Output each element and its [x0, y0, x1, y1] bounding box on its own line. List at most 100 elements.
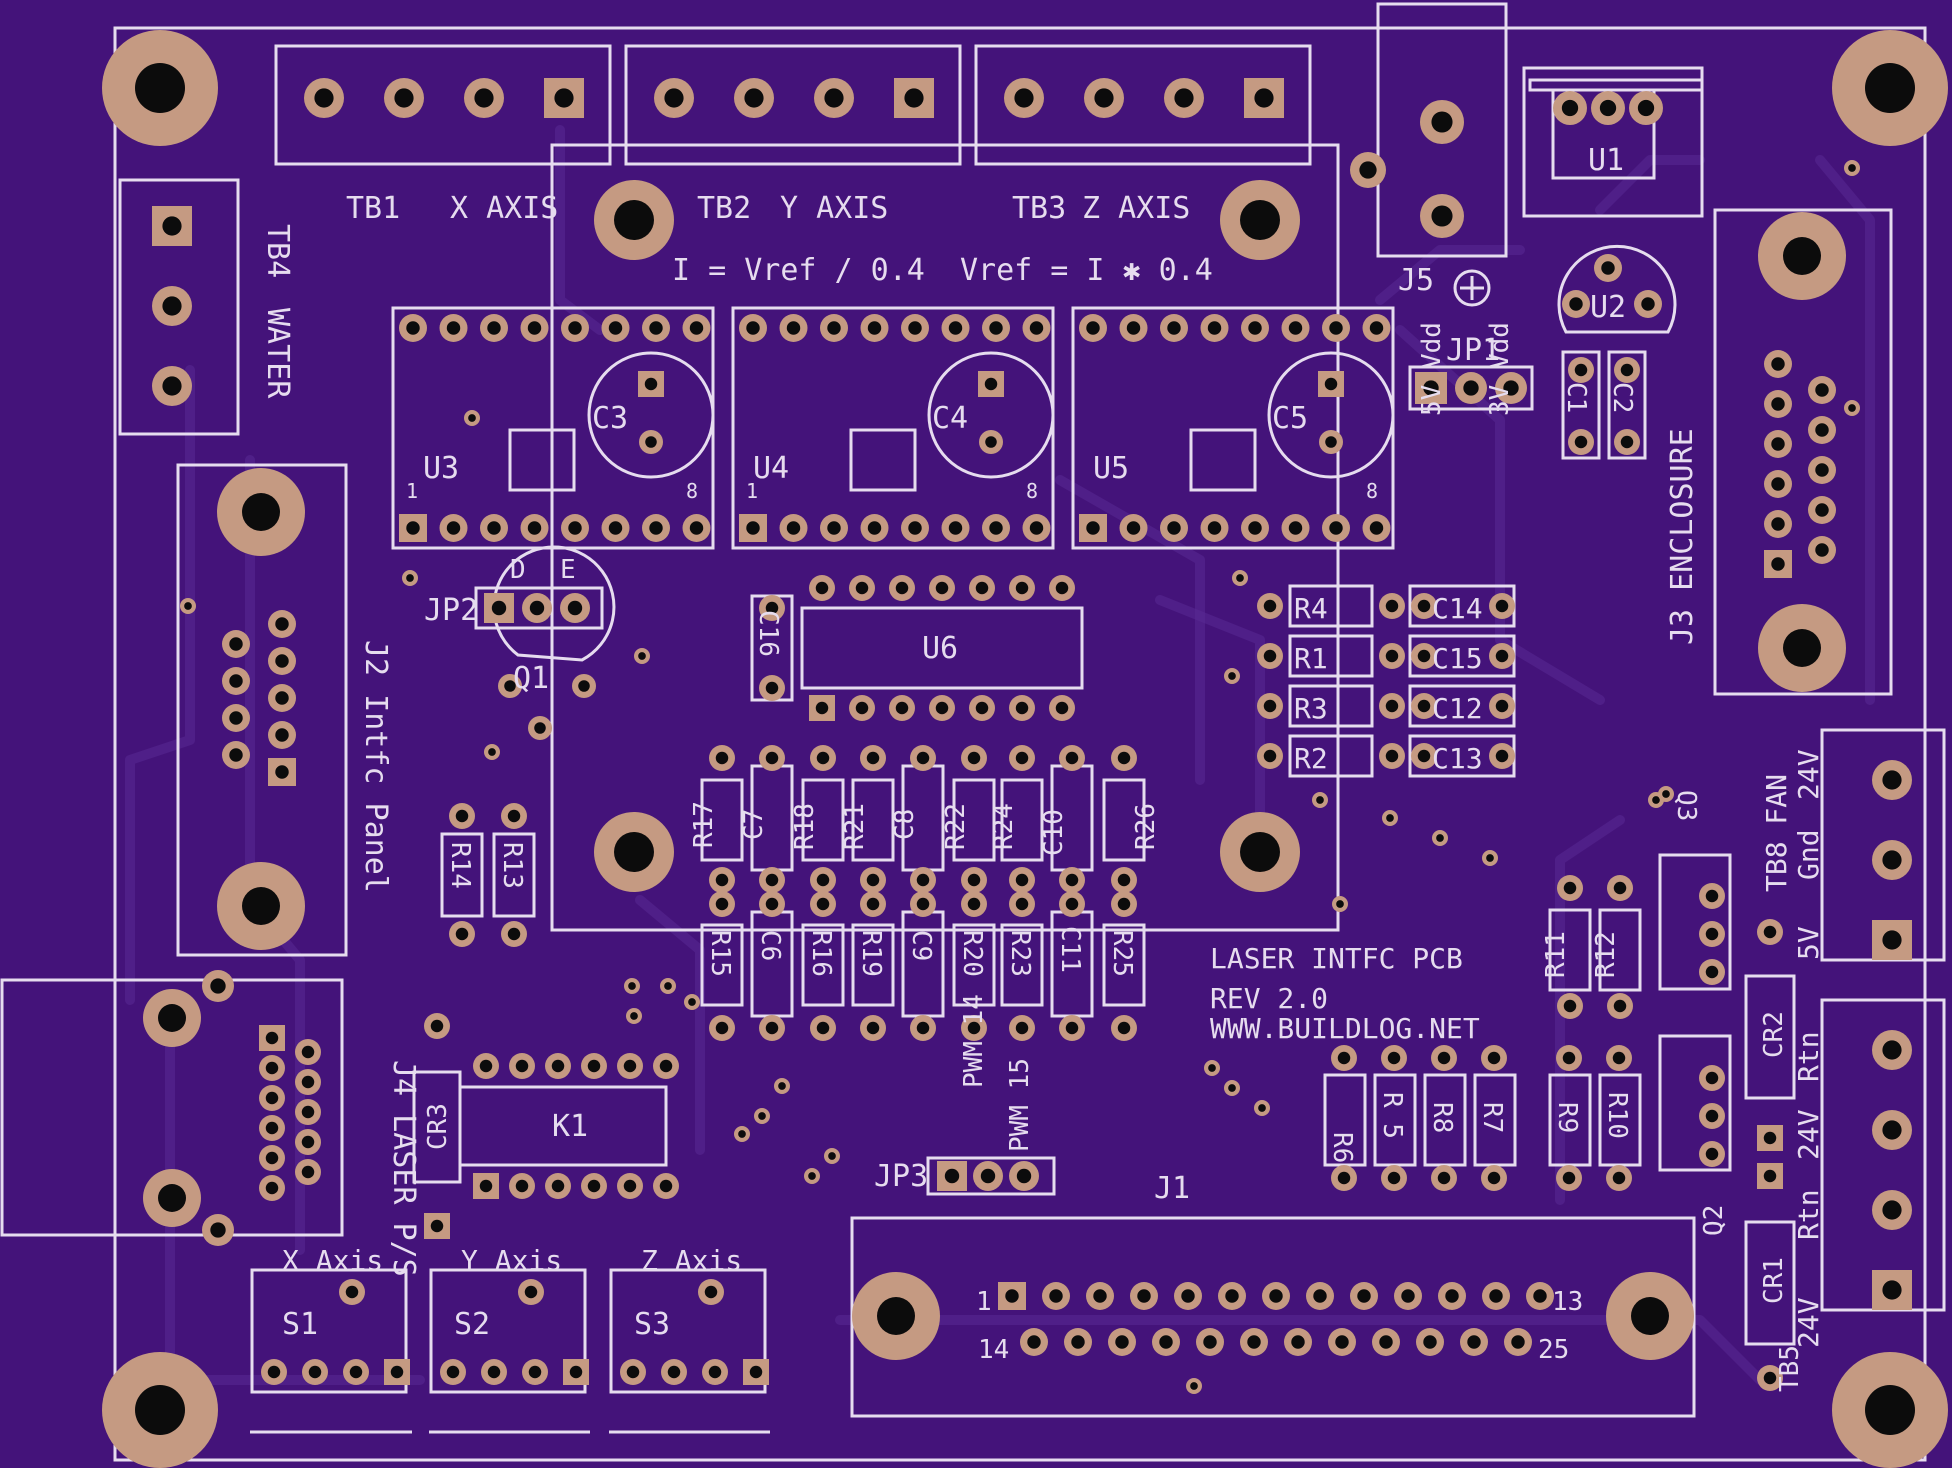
j1-pad — [1042, 1282, 1070, 1310]
cr2-pad — [1757, 1125, 1783, 1151]
via — [754, 1108, 770, 1124]
label-c14: C14 — [1432, 592, 1483, 625]
passive-pad — [709, 745, 735, 771]
label-tb3: TB3 — [1012, 191, 1066, 226]
cr1-pad — [1757, 1365, 1783, 1391]
via — [1844, 160, 1860, 176]
j4-shield-pad — [202, 1214, 234, 1246]
label-c10: C10 — [1039, 809, 1069, 856]
label-j1: J1 — [1154, 1171, 1190, 1206]
j2-pad — [268, 684, 296, 712]
resistor-pad — [1381, 1165, 1407, 1191]
via — [660, 978, 676, 994]
label-r1: R1 — [1294, 642, 1328, 675]
label-c2: C2 — [1607, 382, 1637, 413]
driver-header-pad — [1079, 514, 1107, 542]
capacitor-pad — [1489, 743, 1515, 769]
label-c9: C9 — [906, 930, 936, 961]
label-r2: R2 — [1294, 742, 1328, 775]
u2-pad — [1634, 290, 1662, 318]
via — [1224, 1080, 1240, 1096]
u6-pad — [1049, 575, 1075, 601]
driver-header-pad — [982, 314, 1010, 342]
label-c15: C15 — [1432, 642, 1483, 675]
j4-pad — [295, 1129, 321, 1155]
label-3v-vdd: 3V Vdd — [1485, 322, 1515, 416]
via — [824, 1148, 840, 1164]
via — [734, 1126, 750, 1142]
k1-pad — [545, 1173, 571, 1199]
tb3-pad — [1004, 78, 1044, 118]
j1-pad — [1438, 1282, 1466, 1310]
resistor-pad — [1257, 693, 1283, 719]
passive-pad — [1111, 867, 1137, 893]
r14-pad — [449, 921, 475, 947]
driver-header-pad — [739, 514, 767, 542]
passive-pad — [709, 1015, 735, 1041]
j3-pad — [1764, 430, 1792, 458]
tb4-pad — [152, 366, 192, 406]
j2-pad — [268, 758, 296, 786]
j4-pad — [259, 1175, 285, 1201]
label-x-axis: X AXIS — [450, 191, 558, 226]
resistor-pad — [1257, 643, 1283, 669]
passive-pad — [1059, 891, 1085, 917]
driver-header-pad — [820, 314, 848, 342]
cap-pad — [638, 371, 664, 397]
capacitor-pad — [1489, 643, 1515, 669]
driver-header-pad — [1362, 514, 1391, 542]
u6-pad — [849, 575, 875, 601]
u2-pad — [1594, 254, 1622, 282]
label-u1: U1 — [1588, 143, 1624, 178]
label-x-axis-switch: X Axis — [282, 1244, 383, 1277]
label-y-axis: Y AXIS — [780, 191, 888, 226]
j1-pad — [1284, 1328, 1312, 1356]
u6-pad — [809, 575, 835, 601]
passive-pad — [1009, 891, 1035, 917]
driver-header-pad — [601, 514, 630, 542]
j2-pad — [268, 647, 296, 675]
label-tb5: TB5 — [1775, 1345, 1805, 1392]
j3-pad — [1764, 350, 1792, 378]
via — [1844, 400, 1860, 416]
resistor-pad — [1556, 1165, 1582, 1191]
tb2-pad — [654, 78, 694, 118]
j2-pad — [222, 741, 250, 769]
q3-pad — [1699, 883, 1725, 909]
mounting-hole-layer — [102, 30, 1948, 1468]
connector-hole — [217, 862, 305, 950]
passive-pad — [709, 867, 735, 893]
standoff-hole — [594, 812, 674, 892]
driver-header-pad — [1022, 314, 1051, 342]
label-tb8-fan: TB8 FAN — [1760, 774, 1793, 892]
j1-pad — [1086, 1282, 1114, 1310]
j3-pad — [1764, 470, 1792, 498]
driver-header-pad — [982, 514, 1010, 542]
label-r22: R22 — [941, 803, 971, 850]
switch-pad — [743, 1359, 769, 1385]
label-tb8-5v: 5V — [1792, 926, 1825, 960]
r11-pad — [1557, 993, 1583, 1019]
label-website: WWW.BUILDLOG.NET — [1210, 1012, 1480, 1045]
j5-pad — [1420, 100, 1464, 144]
driver-header-pad — [1119, 514, 1148, 542]
label-u5: U5 — [1093, 451, 1129, 486]
resistor-pad — [1431, 1165, 1457, 1191]
label-tb8-24v: 24V — [1792, 749, 1825, 800]
u6-pad — [809, 695, 835, 721]
j1-pad — [1306, 1282, 1334, 1310]
j1-pad — [1262, 1282, 1290, 1310]
tb5-pad — [1872, 1110, 1912, 1150]
driver-header-pad — [561, 514, 589, 542]
driver-header-pad — [1200, 514, 1229, 542]
resistor-pad — [1257, 743, 1283, 769]
tb5-pad — [1872, 1190, 1912, 1230]
passive-pad — [860, 1015, 886, 1041]
cr1-pad — [1757, 1163, 1783, 1189]
label-c6: C6 — [755, 930, 785, 961]
label-k1: K1 — [552, 1109, 588, 1144]
label-r18: R18 — [790, 803, 820, 850]
j1-pad — [1020, 1328, 1048, 1356]
driver-header-pad — [642, 314, 670, 342]
